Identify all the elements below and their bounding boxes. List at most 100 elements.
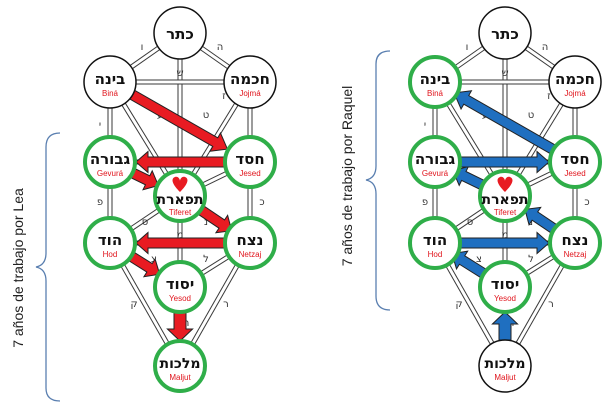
sefira-circle [223,55,277,109]
sefira-hebrew: בינה [95,70,126,88]
sefira-circle [548,55,602,109]
path-letter: מ [502,230,509,241]
sefira-circle [223,216,277,270]
sefira-hebrew: גבורה [90,150,131,168]
path-letter: ס [467,217,474,228]
sefira-latin: Jojmá [239,89,261,98]
right-brace [365,50,391,311]
sefira-latin: Netzaj [564,250,587,259]
sefira-hebrew: כתר [491,25,519,43]
right-tree: והשזחעטגיפסכנמצלקרת כתרבינהBináחכמהJojmá… [339,6,602,393]
sefira-circle [478,169,532,223]
path-letter: צ [151,254,157,265]
path-letter: ו [141,42,144,53]
path-letter: כ [259,197,264,208]
sefira-hebrew: נצח [237,231,264,249]
path-letter: ק [455,299,462,310]
path-letter: מ [177,230,184,241]
sefira-keter: כתר [153,6,207,60]
path-letter: ל [203,254,209,265]
flow-arrow [196,204,233,234]
sefira-latin: Maljut [494,373,516,382]
path-letter: ש [501,68,508,79]
sefira-circle [408,55,462,109]
path-letter: ז [222,91,226,102]
sefira-hebrew: חסד [235,150,264,168]
sefira-latin: Biná [102,89,119,98]
sefira-circle [83,135,137,189]
sefira-circle [478,260,532,314]
path-letter: כ [584,197,589,208]
sefira-latin: Yesod [169,294,191,303]
flow-arrow [460,231,550,255]
sefira-circle [153,6,207,60]
sefira-circle [548,135,602,189]
sefira-hebrew: גבורה [415,150,456,168]
sefira-circle [153,260,207,314]
path-letter: ר [223,299,229,310]
sefira-keter: כתר [478,6,532,60]
sefira-circle [478,339,532,393]
sefira-hebrew: מלכות [160,356,201,372]
sefira-hebrew: חכמה [555,70,595,88]
path-letter: ו [466,42,469,53]
path-letter: פ [97,197,103,208]
sefira-hebrew: נצח [562,231,589,249]
sefira-latin: Yesod [494,294,516,303]
sefira-circle [408,135,462,189]
flow-arrow [460,150,550,174]
sefira-latin: Gevurá [97,169,124,178]
sefira-circle [223,135,277,189]
path-letter: ה [542,42,549,53]
left-side-label: 7 años de trabajo por Lea [10,188,26,348]
sefira-latin: Jesed [239,169,260,178]
sefira-latin: Netzaj [239,250,262,259]
path-letter: ז [547,91,551,102]
flow-arrow [453,90,556,155]
path-letter: ל [528,254,534,265]
path-letter: פ [422,197,428,208]
path-letter: י [424,120,426,131]
sefira-latin: Jojmá [564,89,586,98]
sefira-latin: Hod [103,250,118,259]
sefira-circle [478,6,532,60]
sefira-latin: Jesed [564,169,585,178]
sefira-hebrew: כתר [166,25,194,43]
path-letter: ס [142,217,149,228]
sefira-circle [153,339,207,393]
sefira-hebrew: תפארת [157,192,204,208]
path-letter: י [99,120,101,131]
flow-arrow [125,87,229,152]
sefira-hebrew: יסוד [491,275,520,293]
right-tree-arrows [451,90,561,341]
sefira-hebrew: תפארת [482,192,529,208]
left-brace [35,132,61,402]
sefira-circle [408,216,462,270]
right-side-label: 7 años de trabajo por Raquel [339,86,355,267]
left-tree: והשזחעטגיפסכנמצלקרת כתרבינהBináחכמהJojmá… [10,6,277,402]
flow-arrow [135,150,225,174]
sefira-hebrew: חסד [560,150,589,168]
sefira-hebrew: בינה [420,70,451,88]
sefira-latin: Hod [428,250,443,259]
path-letter: ט [203,110,209,121]
path-letter: ר [548,299,554,310]
path-letter: ט [528,110,534,121]
